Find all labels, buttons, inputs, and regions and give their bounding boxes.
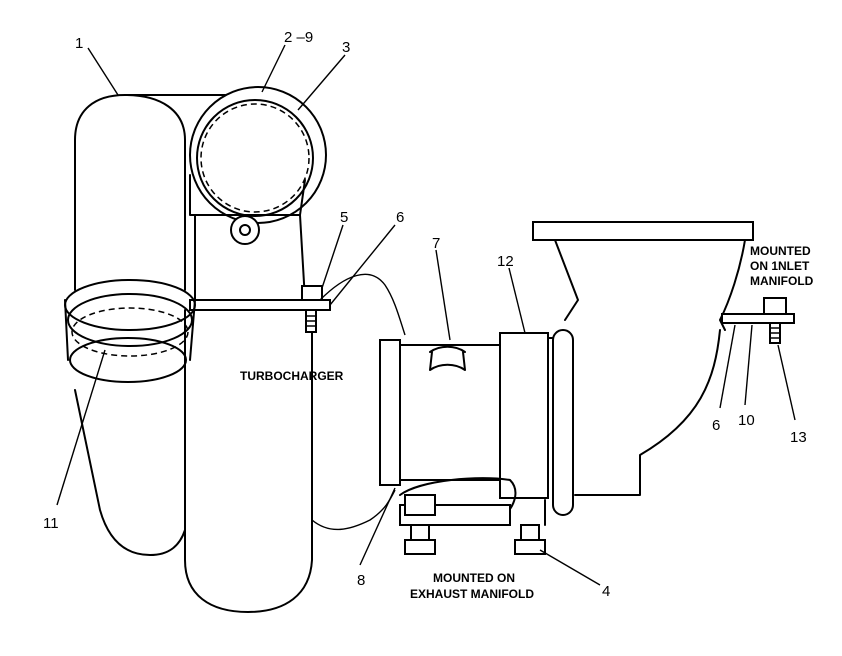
callout-4: 4 <box>602 583 610 600</box>
leader-6a <box>329 224 396 306</box>
leader-2-9 <box>261 44 286 93</box>
callout-1: 1 <box>75 35 83 52</box>
callout-6-right: 6 <box>712 417 720 434</box>
callout-3: 3 <box>342 39 350 56</box>
wire-outline <box>319 273 406 336</box>
compressor-outlet-pipe <box>74 94 226 556</box>
turbocharger-label: TURBOCHARGER <box>240 369 344 383</box>
callout-12: 12 <box>497 253 514 270</box>
mounting-bolt-5 <box>301 285 323 333</box>
leader-11 <box>56 349 106 506</box>
callout-11: 11 <box>43 515 59 532</box>
leader-13 <box>777 344 796 421</box>
elbow-flange-ring <box>189 86 327 245</box>
inlet-label-line2: ON 1NLET <box>750 259 810 273</box>
inlet-label-line3: MANIFOLD <box>750 274 814 288</box>
callout-13: 13 <box>790 429 807 446</box>
callout-10: 10 <box>738 412 755 429</box>
leader-10 <box>744 324 753 406</box>
leader-1 <box>87 47 119 96</box>
leader-7 <box>435 249 451 341</box>
leader-3 <box>297 54 346 111</box>
leader-5 <box>321 224 344 289</box>
exhaust-label-line2: EXHAUST MANIFOLD <box>410 587 534 601</box>
leader-4 <box>539 549 601 586</box>
callout-2-9: 2 –9 <box>284 29 313 46</box>
leader-12 <box>508 267 526 334</box>
leader-lines <box>56 44 796 586</box>
callout-8: 8 <box>357 572 365 589</box>
callout-7: 7 <box>432 235 440 252</box>
exhaust-elbow <box>379 329 574 526</box>
callout-6-top: 6 <box>396 209 404 226</box>
leader-8 <box>359 487 396 566</box>
exhaust-label-line1: MOUNTED ON <box>433 571 515 585</box>
mounting-bolt-4 <box>404 494 546 555</box>
wire-outline-lower <box>311 489 396 531</box>
turbocharger-housing <box>184 214 331 613</box>
callout-5: 5 <box>340 209 348 226</box>
inlet-manifold <box>532 221 795 496</box>
hose-clamp-ring <box>64 279 196 383</box>
inlet-label-line1: MOUNTED <box>750 244 811 258</box>
leader-6b <box>719 324 736 409</box>
